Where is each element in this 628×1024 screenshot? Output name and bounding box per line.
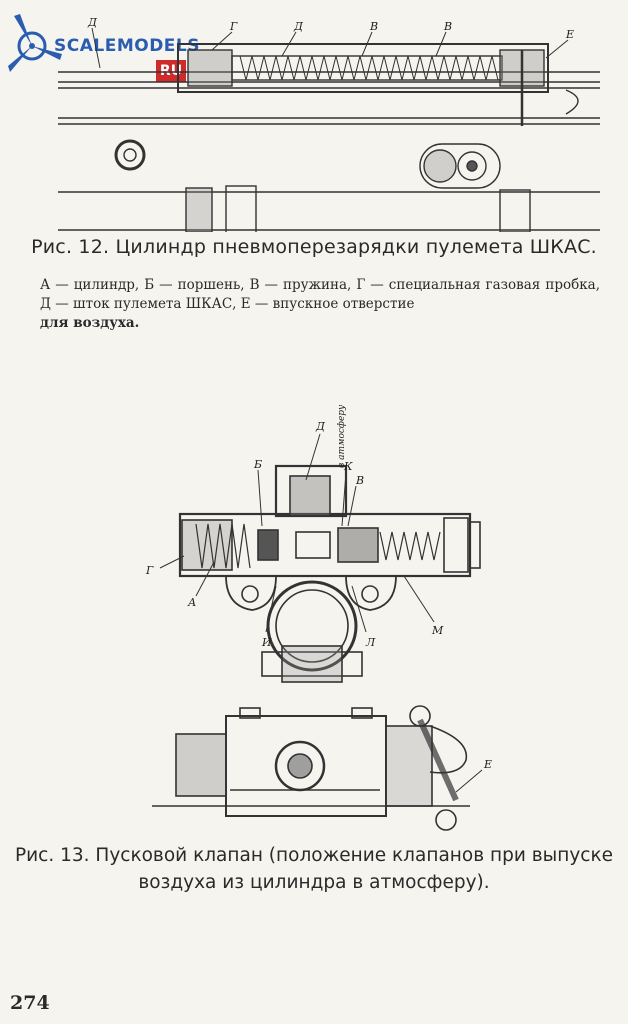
fig13-label-e: Е bbox=[483, 758, 492, 771]
page-number: 274 bbox=[10, 992, 50, 1014]
figure-12-legend: А — цилиндр, Б — поршень, В — пружина, Г… bbox=[40, 276, 600, 333]
fig12-label-d1: Д bbox=[87, 16, 98, 29]
fig13-label-i: И bbox=[261, 636, 272, 649]
fig13-label-d: Д bbox=[315, 420, 326, 433]
fig12-label-g: Г bbox=[229, 20, 238, 33]
fig12-label-e: Е bbox=[565, 28, 574, 41]
figure-13-caption: Рис. 13. Пусковой клапан (положение клап… bbox=[0, 842, 628, 896]
fig13-label-k: К bbox=[343, 460, 353, 473]
fig13-label-l: Л bbox=[365, 636, 376, 649]
fig13-label-a: А bbox=[187, 596, 196, 609]
propeller-star-icon bbox=[8, 14, 62, 72]
figure-12-legend-text: А — цилиндр, Б — поршень, В — пружина, Г… bbox=[40, 277, 600, 312]
figure-12-legend-last: для воздуха. bbox=[40, 315, 140, 331]
fig13-label-g: Г bbox=[145, 564, 154, 577]
figure-12-drawing: Д Г Д В В Е bbox=[58, 16, 600, 232]
fig12-label-v2: В bbox=[443, 20, 452, 33]
figure-13-caption-line1: Рис. 13. Пусковой клапан (положение клап… bbox=[15, 845, 613, 866]
fig13-label-atmosphere: в атмосферу bbox=[337, 404, 347, 468]
fig13-label-v: В bbox=[355, 474, 364, 487]
fig12-label-v1: В bbox=[369, 20, 378, 33]
figure-12-caption: Рис. 12. Цилиндр пневмоперезарядки пулем… bbox=[31, 236, 597, 258]
figure-13-caption-line2: воздуха из цилиндра в атмосферу). bbox=[138, 872, 490, 893]
logo-text: SCALEMODELS bbox=[54, 36, 200, 56]
fig13-label-m: М bbox=[431, 624, 444, 637]
fig12-label-d2: Д bbox=[293, 20, 304, 33]
figure-13-drawing: Д в атмосферу Б К В Г А И Л М Е bbox=[145, 404, 492, 831]
fig13-label-b: Б bbox=[253, 458, 262, 471]
